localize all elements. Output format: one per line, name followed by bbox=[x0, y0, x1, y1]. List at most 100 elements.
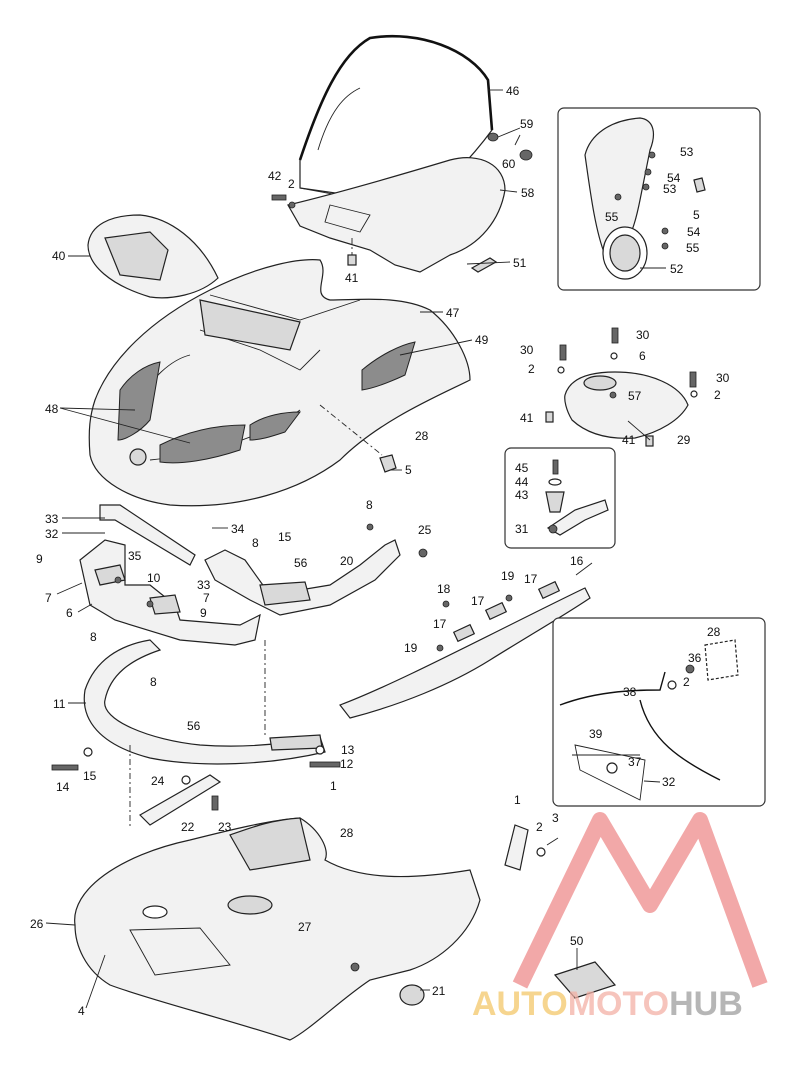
mirror-inset bbox=[557, 107, 761, 291]
clip-5-hood bbox=[319, 404, 397, 473]
callout-60: 60 bbox=[502, 157, 516, 171]
callout-53: 53 bbox=[680, 145, 694, 159]
callout-13: 13 bbox=[341, 743, 355, 757]
label-50 bbox=[553, 961, 617, 999]
callout-46: 46 bbox=[506, 84, 520, 98]
callout-48: 48 bbox=[45, 402, 59, 416]
callout-17: 17 bbox=[524, 572, 538, 586]
side-rail bbox=[339, 580, 591, 719]
callout-57: 57 bbox=[628, 389, 642, 403]
screw-42 bbox=[271, 194, 296, 209]
callout-7: 7 bbox=[203, 591, 210, 605]
windshield-deflector bbox=[287, 157, 506, 273]
callout-9: 9 bbox=[200, 606, 207, 620]
callout-30: 30 bbox=[520, 343, 534, 357]
storage-tray bbox=[545, 327, 698, 447]
callout-29: 29 bbox=[677, 433, 691, 447]
callout-25: 25 bbox=[418, 523, 432, 537]
callout-17: 17 bbox=[471, 594, 485, 608]
callout-11: 11 bbox=[53, 697, 66, 711]
hood-grilles bbox=[117, 341, 416, 464]
callout-17: 17 bbox=[433, 617, 447, 631]
callout-15: 15 bbox=[83, 769, 97, 783]
fastener-41-top bbox=[347, 238, 357, 266]
callout-2: 2 bbox=[528, 362, 535, 376]
callout-22: 22 bbox=[181, 820, 195, 834]
callout-54: 54 bbox=[687, 225, 701, 239]
callout-32: 32 bbox=[662, 775, 676, 789]
callout-8: 8 bbox=[366, 498, 373, 512]
lower-bracket bbox=[129, 745, 222, 828]
watermark-logo: AUTOMOTOHUB bbox=[472, 812, 768, 1023]
callout-3: 3 bbox=[552, 811, 559, 825]
callout-8: 8 bbox=[90, 630, 97, 644]
callout-56: 56 bbox=[294, 556, 308, 570]
callout-27: 27 bbox=[298, 920, 312, 934]
callout-40: 40 bbox=[52, 249, 66, 263]
callout-44: 44 bbox=[515, 475, 529, 489]
callout-5: 5 bbox=[405, 463, 412, 477]
callout-58: 58 bbox=[521, 186, 535, 200]
callout-41: 41 bbox=[520, 411, 534, 425]
clip-51 bbox=[470, 257, 498, 273]
callout-53: 53 bbox=[663, 182, 677, 196]
callout-54: 54 bbox=[667, 171, 681, 185]
callout-28: 28 bbox=[707, 625, 721, 639]
callout-32: 32 bbox=[45, 527, 59, 541]
callout-8: 8 bbox=[150, 675, 157, 689]
callout-37: 37 bbox=[628, 755, 642, 769]
callout-7: 7 bbox=[45, 591, 52, 605]
callout-1: 1 bbox=[330, 779, 337, 793]
callout-30: 30 bbox=[636, 328, 650, 342]
callout-47: 47 bbox=[446, 306, 460, 320]
callout-5: 5 bbox=[693, 208, 700, 222]
callout-9: 9 bbox=[36, 552, 43, 566]
callout-28: 28 bbox=[340, 826, 354, 840]
callout-41: 41 bbox=[622, 433, 636, 447]
gauge-bezel bbox=[87, 214, 219, 299]
callout-12: 12 bbox=[340, 757, 354, 771]
callout-1: 1 bbox=[514, 793, 521, 807]
logo-moto: MOTO bbox=[568, 985, 669, 1023]
front-bumper bbox=[83, 639, 326, 765]
bumper-bolts bbox=[51, 745, 341, 771]
callout-20: 20 bbox=[340, 554, 354, 568]
callout-43: 43 bbox=[515, 488, 529, 502]
callout-52: 52 bbox=[670, 262, 684, 276]
callout-51: 51 bbox=[513, 256, 527, 270]
callout-31: 31 bbox=[515, 522, 529, 536]
callout-19: 19 bbox=[501, 569, 515, 583]
callout-35: 35 bbox=[128, 549, 142, 563]
front-bracket-assembly bbox=[79, 504, 261, 646]
callout-6: 6 bbox=[66, 606, 73, 620]
callout-28: 28 bbox=[415, 429, 429, 443]
callout-55: 55 bbox=[686, 241, 700, 255]
bracket-inset bbox=[504, 447, 616, 549]
callout-21: 21 bbox=[432, 984, 446, 998]
clip-1-2-3 bbox=[504, 824, 559, 871]
callout-6: 6 bbox=[639, 349, 646, 363]
svg-text:AUTOMOTOHUB: AUTOMOTOHUB bbox=[472, 985, 743, 1023]
logo-auto: AUTO bbox=[472, 985, 568, 1023]
wiring-inset bbox=[552, 617, 766, 807]
logo-hub: HUB bbox=[669, 985, 743, 1023]
callout-14: 14 bbox=[56, 780, 70, 794]
callout-38: 38 bbox=[623, 685, 637, 699]
callout-24: 24 bbox=[151, 774, 165, 788]
center-bracket bbox=[204, 523, 428, 616]
callout-36: 36 bbox=[688, 651, 702, 665]
callout-8: 8 bbox=[252, 536, 259, 550]
callout-15: 15 bbox=[278, 530, 292, 544]
callout-45: 45 bbox=[515, 461, 529, 475]
callout-41: 41 bbox=[345, 271, 359, 285]
callout-56: 56 bbox=[187, 719, 201, 733]
callout-39: 39 bbox=[589, 727, 603, 741]
callout-23: 23 bbox=[218, 820, 232, 834]
callout-30: 30 bbox=[716, 371, 730, 385]
callout-18: 18 bbox=[437, 582, 451, 596]
callout-10: 10 bbox=[147, 571, 161, 585]
callout-55: 55 bbox=[605, 210, 619, 224]
callout-2: 2 bbox=[536, 820, 543, 834]
callout-2: 2 bbox=[714, 388, 721, 402]
